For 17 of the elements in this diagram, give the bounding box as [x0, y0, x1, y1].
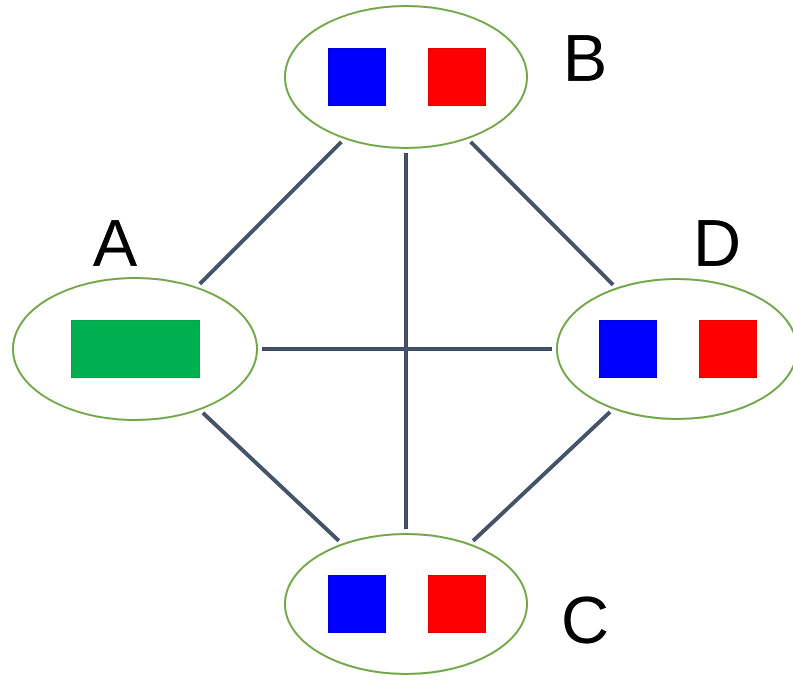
- square-marker: [328, 575, 386, 633]
- connector-line: [404, 153, 408, 529]
- connector-line: [202, 411, 340, 542]
- connector-line: [472, 410, 612, 542]
- square-marker: [599, 320, 657, 378]
- connector-line: [262, 347, 552, 351]
- node-label: D: [698, 220, 738, 266]
- square-marker: [699, 320, 757, 378]
- node-label: B: [568, 35, 604, 81]
- square-marker: [328, 48, 386, 106]
- connector-line: [198, 140, 343, 286]
- square-marker: [428, 575, 486, 633]
- node-label: A: [92, 220, 138, 266]
- node-label: C: [564, 596, 607, 644]
- square-marker: [428, 48, 486, 106]
- rectangle-marker: [71, 320, 200, 378]
- connector-line: [469, 140, 615, 286]
